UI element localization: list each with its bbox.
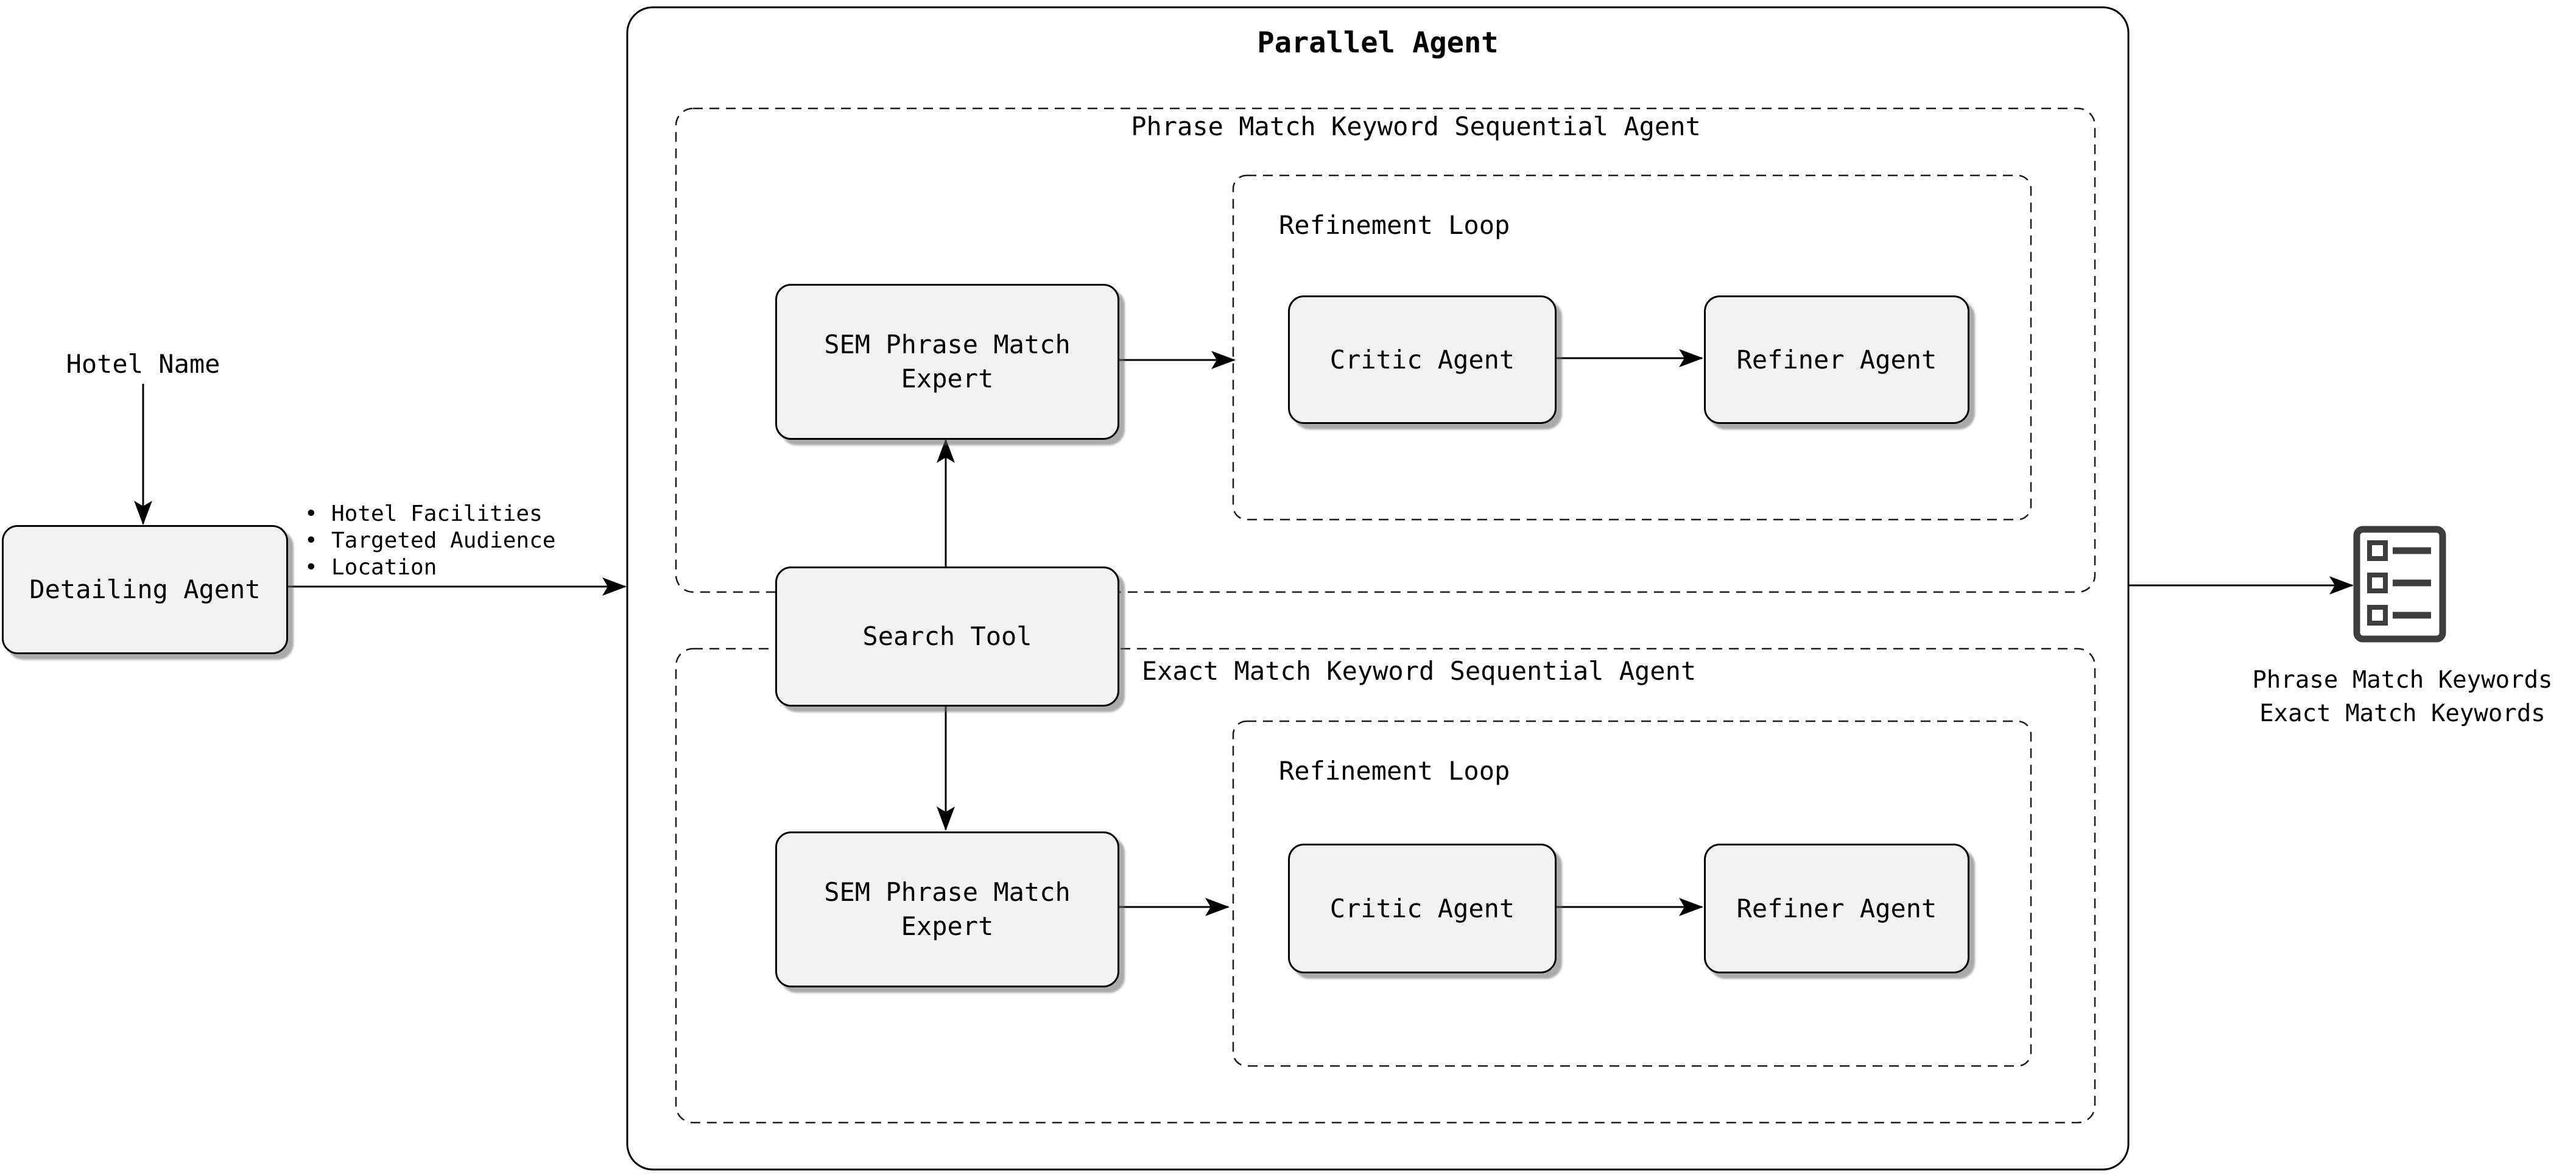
sem-expert-label-line2: Expert bbox=[901, 364, 994, 393]
list-item-square-icon bbox=[2367, 540, 2388, 561]
annotation-item: • Targeted Audience bbox=[304, 527, 555, 554]
annotation-text: Hotel Facilities bbox=[331, 501, 543, 526]
phrase-match-section-container bbox=[675, 107, 2096, 593]
detailing-agent-node: Detailing Agent bbox=[2, 525, 288, 654]
phrase-refinement-loop-title: Refinement Loop bbox=[1279, 210, 1510, 240]
sem-phrase-match-expert-node-bottom: SEM Phrase Match Expert bbox=[775, 831, 1119, 987]
exact-match-section-title: Exact Match Keyword Sequential Agent bbox=[1141, 656, 1697, 686]
annotation-text: Targeted Audience bbox=[331, 528, 556, 553]
keywords-list-icon bbox=[2353, 526, 2446, 643]
list-item-square-icon bbox=[2367, 605, 2388, 626]
critic-agent-node-top: Critic Agent bbox=[1288, 295, 1557, 424]
phrase-match-section-title: Phrase Match Keyword Sequential Agent bbox=[1131, 111, 1701, 141]
refiner-agent-label: Refiner Agent bbox=[1736, 893, 1937, 923]
list-item-square-icon bbox=[2367, 573, 2388, 593]
detailing-agent-label: Detailing Agent bbox=[29, 574, 261, 604]
exact-match-section-container bbox=[675, 647, 2096, 1124]
exact-refinement-loop-title: Refinement Loop bbox=[1279, 756, 1510, 786]
hotel-name-label: Hotel Name bbox=[66, 349, 220, 379]
annotation-item: • Location bbox=[304, 554, 555, 580]
search-tool-label: Search Tool bbox=[862, 621, 1032, 651]
sem-expert-label-line1: SEM Phrase Match bbox=[824, 877, 1071, 907]
bullet-icon: • bbox=[304, 528, 318, 553]
critic-agent-label: Critic Agent bbox=[1329, 893, 1515, 923]
sem-phrase-match-expert-node-top: SEM Phrase Match Expert bbox=[775, 284, 1119, 440]
output-line-exact: Exact Match Keywords bbox=[2259, 700, 2546, 727]
refiner-agent-node-bottom: Refiner Agent bbox=[1704, 844, 1969, 973]
bullet-icon: • bbox=[304, 554, 318, 580]
sem-expert-label-line1: SEM Phrase Match bbox=[824, 330, 1071, 359]
sem-expert-label-line2: Expert bbox=[901, 911, 994, 941]
edge-annotation-list: • Hotel Facilities • Targeted Audience •… bbox=[304, 500, 555, 580]
bullet-icon: • bbox=[304, 501, 318, 526]
annotation-text: Location bbox=[331, 554, 437, 580]
parallel-agent-title: Parallel Agent bbox=[1257, 26, 1499, 60]
phrase-refinement-loop-container bbox=[1232, 174, 2032, 521]
critic-agent-label: Critic Agent bbox=[1329, 344, 1515, 375]
annotation-item: • Hotel Facilities bbox=[304, 500, 555, 527]
refiner-agent-label: Refiner Agent bbox=[1736, 344, 1937, 375]
search-tool-node: Search Tool bbox=[775, 566, 1119, 707]
refiner-agent-node-top: Refiner Agent bbox=[1704, 295, 1969, 424]
output-line-phrase: Phrase Match Keywords bbox=[2252, 666, 2553, 694]
exact-refinement-loop-container bbox=[1232, 720, 2032, 1067]
output-keywords-label: Phrase Match Keywords Exact Match Keywor… bbox=[2192, 663, 2576, 730]
critic-agent-node-bottom: Critic Agent bbox=[1288, 844, 1557, 973]
